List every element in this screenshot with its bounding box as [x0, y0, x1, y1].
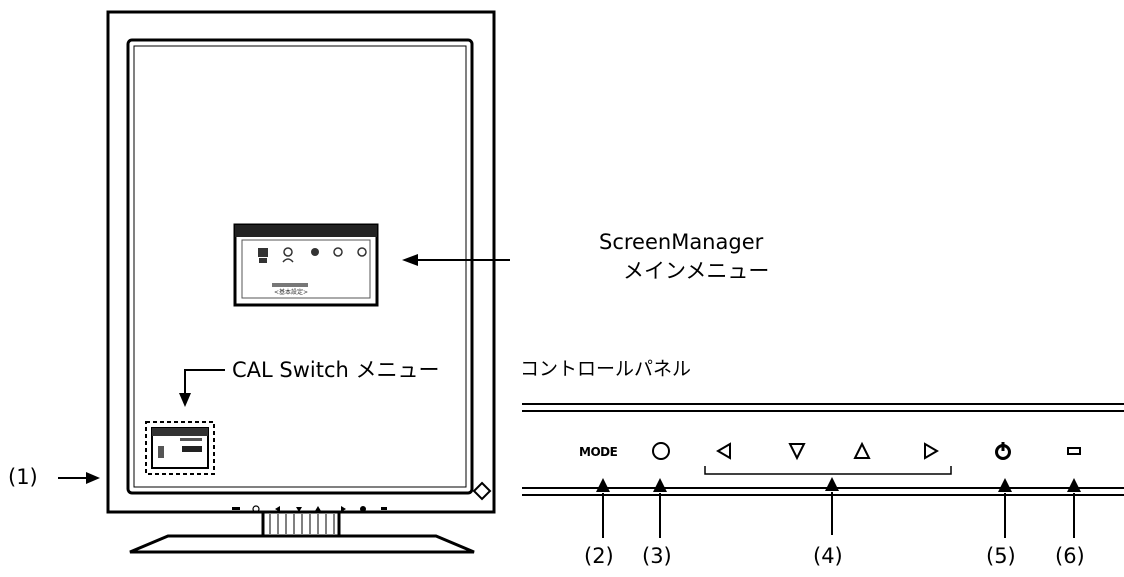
screenmanager-label-line1: ScreenManager: [599, 230, 764, 254]
monitor-front-buttons: [232, 505, 387, 513]
screenmanager-label-line2: メインメニュー: [623, 259, 770, 283]
cal-switch-leader-line: [184, 369, 225, 395]
circle-icon[interactable]: [652, 442, 670, 460]
monitor-stand: [129, 510, 475, 554]
callout-2: (2): [584, 544, 614, 568]
callout-4: (4): [813, 544, 843, 568]
callout-3: (3): [642, 544, 672, 568]
left-triangle-icon[interactable]: [716, 442, 731, 460]
right-triangle-icon[interactable]: [924, 442, 939, 460]
power-indicator-diamond: [472, 481, 492, 501]
power-icon[interactable]: [995, 442, 1011, 460]
osd-caption: <基本設定>: [273, 289, 309, 296]
mode-button-label[interactable]: MODE: [579, 445, 618, 459]
callout-1-arrowhead: [86, 472, 100, 484]
cal-switch-arrowhead: [179, 393, 191, 407]
cal-switch-menu-label: CAL Switch メニュー: [232, 358, 440, 382]
callout-5: (5): [986, 544, 1016, 568]
screenmanager-osd-window: [233, 223, 379, 307]
screenmanager-arrowhead: [402, 254, 418, 266]
up-triangle-icon[interactable]: [853, 441, 871, 459]
control-panel-label: コントロールパネル: [520, 358, 692, 380]
rectangle-icon[interactable]: [1067, 447, 1081, 455]
callout-1: (1): [8, 465, 38, 489]
monitor-screen-inner: [133, 45, 467, 488]
callout-6: (6): [1055, 544, 1085, 568]
down-triangle-icon[interactable]: [788, 443, 806, 461]
callout-arrows: [596, 477, 1081, 538]
callout-4-bracket: [704, 466, 952, 475]
